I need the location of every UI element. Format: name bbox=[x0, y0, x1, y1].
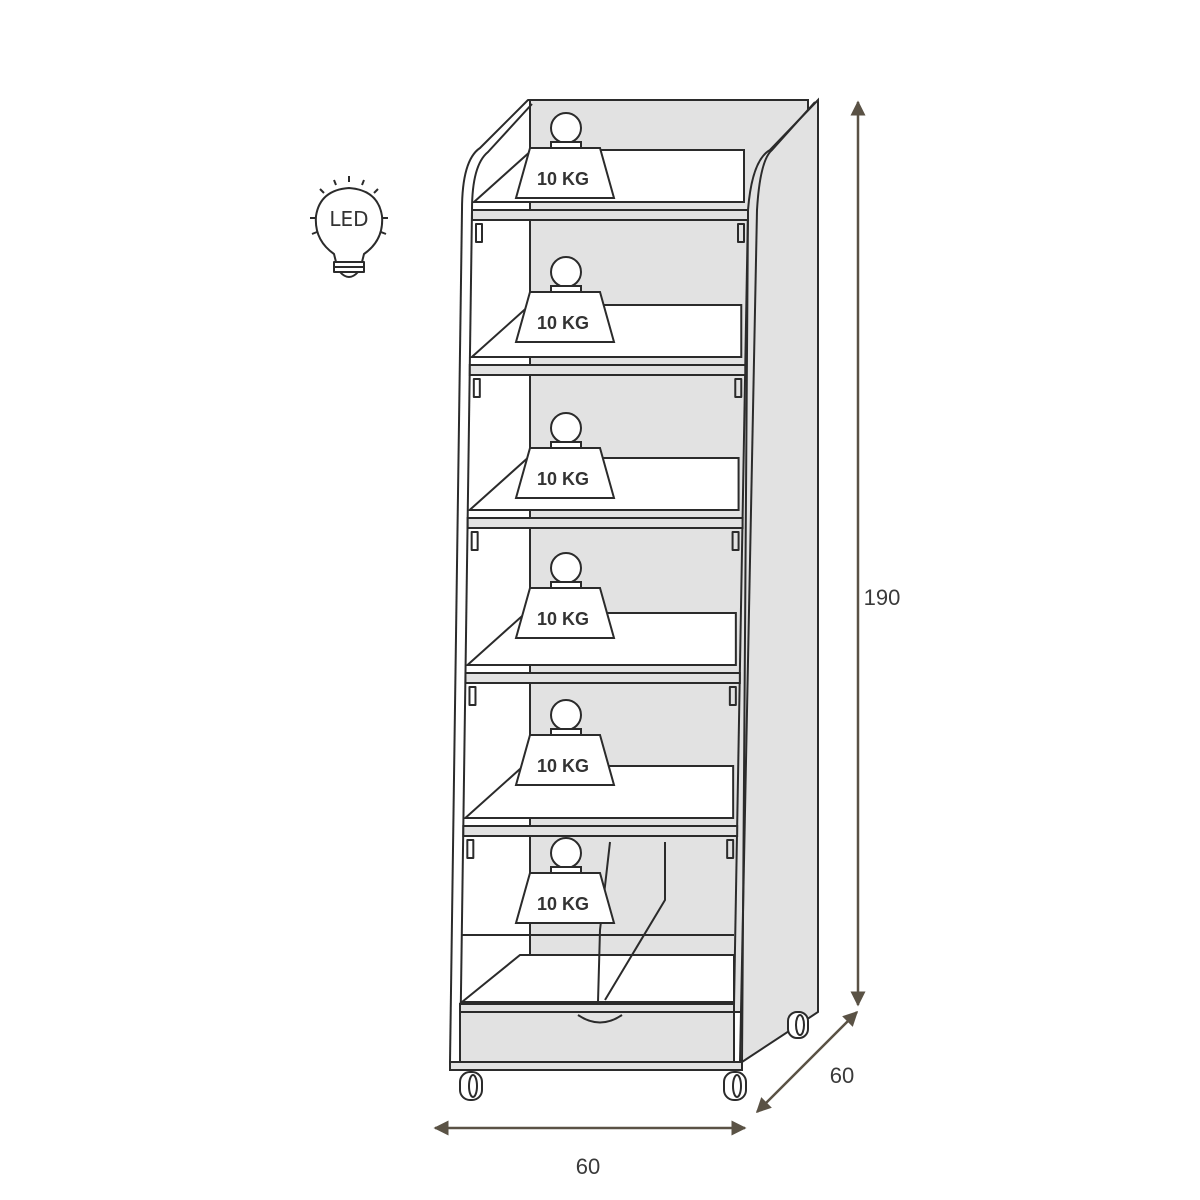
led-bulb-icon: LED bbox=[310, 176, 388, 278]
weight-10kg-icon: 10 KG bbox=[514, 412, 616, 499]
wheel bbox=[787, 1011, 809, 1039]
drawer-handle[interactable] bbox=[577, 1014, 623, 1024]
weight-label: 10 KG bbox=[537, 894, 589, 914]
weight-label: 10 KG bbox=[537, 756, 589, 776]
weight-label: 10 KG bbox=[537, 169, 589, 189]
weight-label: 10 KG bbox=[537, 609, 589, 629]
side-panel bbox=[740, 97, 819, 1064]
wheel bbox=[723, 1071, 747, 1101]
height-label: 190 bbox=[864, 585, 901, 610]
bottom-divider bbox=[597, 841, 666, 1003]
depth-dimension-line bbox=[755, 1010, 859, 1114]
weight-10kg-icon: 10 KG bbox=[514, 699, 616, 786]
weight-10kg-icon: 10 KG bbox=[514, 112, 616, 199]
right-frame bbox=[739, 209, 758, 1063]
led-label: LED bbox=[329, 207, 368, 231]
weight-10kg-icon: 10 KG bbox=[514, 552, 616, 639]
weight-10kg-icon: 10 KG bbox=[514, 256, 616, 343]
weight-10kg-icon: 10 KG bbox=[514, 837, 616, 924]
base bbox=[449, 1061, 743, 1071]
weight-label: 10 KG bbox=[537, 313, 589, 333]
weight-label: 10 KG bbox=[537, 469, 589, 489]
depth-label: 60 bbox=[830, 1063, 854, 1088]
wheel bbox=[459, 1071, 483, 1101]
width-label: 60 bbox=[576, 1154, 600, 1179]
weights: 10 KG 10 KG 10 KG 10 KG 10 KG 10 KG bbox=[514, 112, 616, 924]
left-top-rail bbox=[461, 99, 532, 211]
drawer[interactable] bbox=[459, 1011, 735, 1063]
left-frame bbox=[449, 209, 463, 1063]
